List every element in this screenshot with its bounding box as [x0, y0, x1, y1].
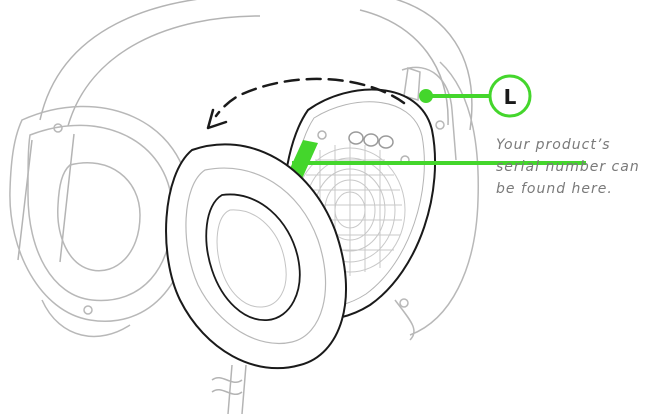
cable [212, 365, 246, 414]
caption-line: Your product’s [496, 134, 652, 156]
side-marker-letter: L [504, 85, 517, 109]
caption-line: be found here. [496, 178, 652, 200]
serial-number-caption: Your product’s serial number can be foun… [496, 134, 652, 200]
left-earcup-rear [10, 106, 190, 336]
caption-line: serial number can [496, 156, 652, 178]
side-marker-dot [419, 89, 433, 103]
